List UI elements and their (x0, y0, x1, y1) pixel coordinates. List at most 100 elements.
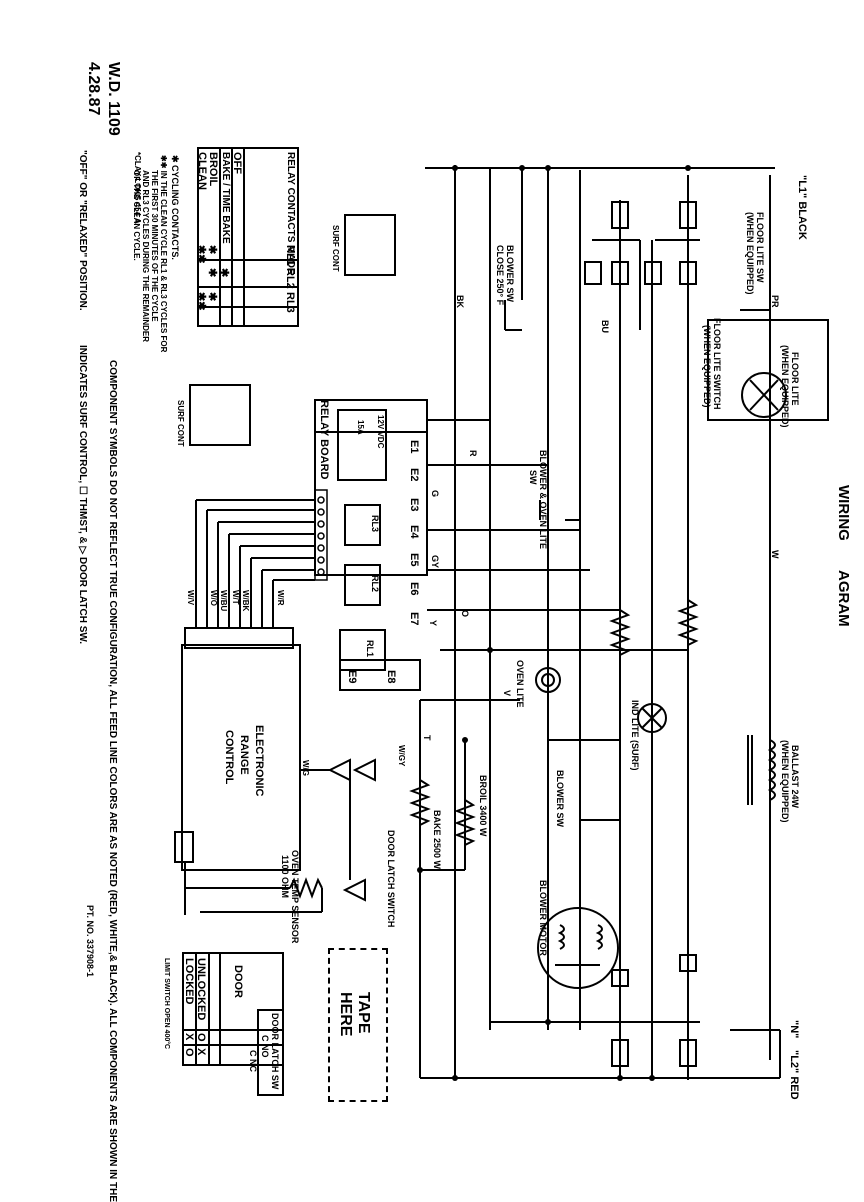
label-blower-sw-b: BLOWER SW (555, 770, 565, 827)
wire-tag: V (502, 690, 512, 697)
note-components: COMPONENT SYMBOLS DO NOT REFLECT TRUE CO… (107, 360, 118, 1202)
label-surf-cont-left: SURF CONT (331, 225, 340, 272)
relay-row-off: OFF (231, 152, 243, 174)
terminal-e8: E8 (385, 670, 397, 684)
door-table-col2: C NO (260, 1035, 270, 1058)
wire-tag: W/BU (219, 590, 228, 612)
label-ballast-2: (WHEN EQUIPPED) (780, 740, 790, 823)
wire-tag: BU (600, 320, 610, 333)
relay-mark: ✱ (206, 268, 218, 278)
note-cycling-3: AND RL3 CYCLES DURING THE REMAINDER (141, 170, 150, 343)
label-broil: BROIL 3400 W (478, 775, 488, 837)
wire-tag: W/V (186, 590, 195, 606)
wire-tag: BK (455, 295, 465, 308)
tape-label: TAPE (355, 992, 372, 1034)
terminal-e9: E9 (346, 670, 358, 684)
title-diagram: AGRAM (835, 570, 852, 627)
note-legend: INDICATES SURF CONTROL, ☐ THMST, & ▷ DOO… (77, 345, 88, 645)
label-door-latch-switch: DOOR LATCH SWITCH (386, 830, 396, 928)
label-oven-lite: OVEN LITE (515, 660, 525, 708)
wire-tag: PR (770, 295, 780, 308)
relay-rl1: RL1 (365, 640, 375, 658)
label-l2-red: "L2" RED (788, 1050, 800, 1100)
label-l1-black: "L1" BLACK (796, 175, 808, 240)
tape-label-2: HERE (337, 992, 354, 1037)
note-cycling-title: ✱ CYCLING CONTACTS. (170, 155, 180, 260)
relay-row-bake: BAKE / TIME BAKE (220, 152, 231, 244)
door-table-col1: DOOR (232, 965, 244, 998)
label-n: "N" (788, 1020, 800, 1039)
label-erc-2: RANGE (238, 735, 250, 775)
relay-table-rl1: RL1 (284, 245, 296, 266)
wire-tag: R (468, 450, 478, 457)
label-oven-temp-sensor: OVEN TEMP SENSOR (290, 850, 300, 944)
terminal-e7: E7 (408, 612, 420, 626)
wire-tag: W/GY (397, 745, 406, 767)
bake-element (677, 599, 699, 646)
terminal-e3: E3 (408, 498, 420, 512)
door-row-locked: LOCKED (183, 958, 195, 1005)
door-table-title: DOOR LATCH SW (270, 1013, 280, 1090)
note-components-2: "OFF" OR "RELAXED" POSITION. (77, 150, 88, 311)
label-ind-lite: IND LITE (SURF) (630, 700, 640, 771)
label-floor-lite: FLOOR LITE (790, 352, 800, 406)
relay-row-clean: CLEAN (196, 152, 208, 190)
wd-number: W.D. 1109 (105, 62, 122, 136)
relay-mark: ✱ (218, 268, 230, 278)
surf-cont-right-box (189, 384, 251, 446)
wire-tag: W/G (301, 760, 310, 776)
electronic-range-control (181, 644, 301, 871)
wire-tag: GY (430, 555, 440, 569)
terminal-e4: E4 (408, 525, 420, 539)
label-ballast: BALLAST 24W (790, 745, 800, 808)
door-mark: X (195, 1048, 207, 1056)
label-erc-3: CONTROL (223, 730, 235, 785)
relay-rl3: RL3 (370, 515, 380, 533)
note-clay: *CLAY LOKS 454 A (133, 152, 142, 224)
label-blower-motor: BLOWER MOTOR (538, 880, 548, 956)
door-mark: O (183, 1048, 195, 1057)
note-limit: LIMIT SWITCH OPEN 400°C (163, 958, 170, 1050)
door-mark: X (183, 1033, 195, 1041)
tape-here-box (328, 948, 388, 1102)
relay-rl2: RL2 (370, 575, 380, 593)
wire-tag: Y (428, 620, 438, 627)
relay-mark: ✱✱ (195, 292, 207, 311)
wire-tag: G (430, 490, 440, 498)
label-floor-lite-2: (WHEN EQUIPPED) (780, 345, 790, 428)
terminal-e1: E1 (408, 440, 420, 454)
schematic (174, 147, 829, 1096)
label-surf-cont-right: SURF CONT (176, 400, 185, 447)
label-blower-sw: BLOWER SW (505, 245, 515, 302)
terminal-e6: E6 (408, 582, 420, 596)
label-floor-lite-switch-2: (WHEN EQUIPPED) (702, 325, 712, 408)
wire-tag: W (770, 550, 780, 559)
title-wiring: WIRING (835, 485, 852, 541)
note-cycling-1: ✱✱ IN THE CLEAN CYCLE RL1 & RL3 CYCLES F… (159, 155, 168, 353)
part-number: PT. NO. 337908-1 (85, 905, 95, 978)
relay-row-broil: BROIL (207, 152, 219, 187)
oven-lite (535, 667, 561, 693)
wire-tag: O (460, 610, 470, 618)
label-floor-lite-switch: FLOOR LITE SWITCH (712, 318, 722, 410)
blower-motor (537, 907, 619, 989)
label-oven-temp-sensor-2: 1100 OHM (280, 855, 290, 899)
relay-volts: 12V VDC (376, 415, 385, 449)
surf-cont-left-box (344, 214, 396, 276)
door-row-unlocked: UNLOCKED (195, 958, 207, 1021)
door-mark: O (195, 1033, 207, 1042)
label-floor-lite-sw-2: (WHEN EQUIPPED) (745, 212, 755, 295)
label-bake: BAKE 2500 W (432, 810, 442, 870)
label-relay-board: RELAY BOARD (318, 400, 330, 480)
terminal-e2: E2 (408, 468, 420, 482)
terminal-e5: E5 (408, 553, 420, 567)
wire-tag: T (422, 735, 432, 741)
floor-lite-bulb (741, 372, 787, 418)
label-erc: ELECTRONIC (253, 725, 265, 797)
wire-tag: W/R (276, 590, 285, 606)
wd-date: 4.28.87 (85, 62, 102, 116)
wiring-diagram-sheet: W.D. 1109 4.28.87 WIRING AGRAM PT. NO. 3… (77, 62, 852, 1202)
floor-lite-box (707, 319, 829, 421)
wire-tag: W/BK (241, 590, 250, 612)
wire-tag: W/T (231, 590, 240, 605)
